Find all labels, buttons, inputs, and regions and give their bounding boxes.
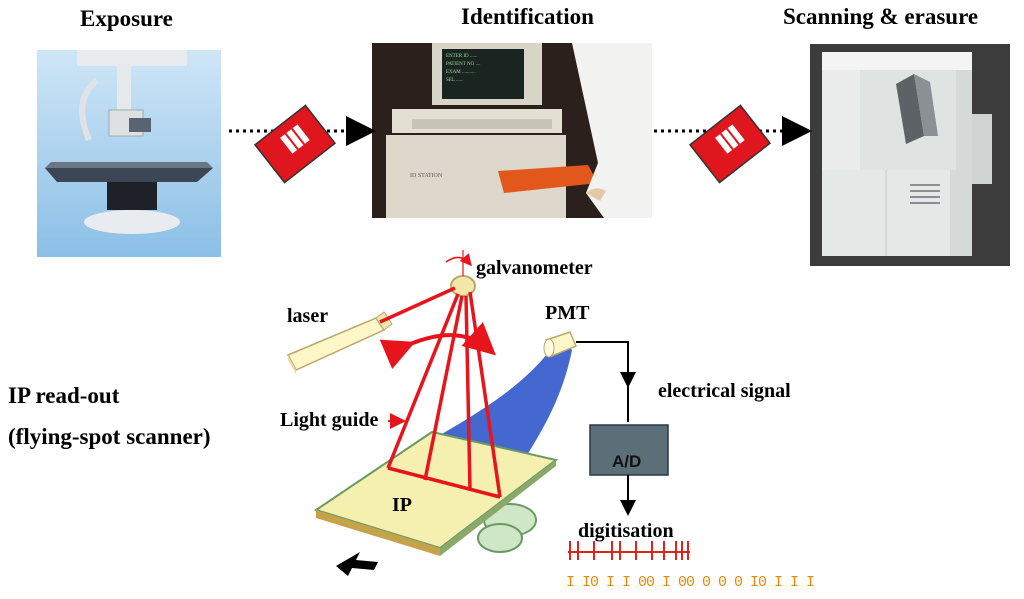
pmt-device	[543, 331, 577, 358]
laser-label: laser	[287, 305, 329, 327]
ip-label: IP	[392, 494, 412, 516]
readout-title: IP read-out	[8, 383, 120, 408]
ad-label: A/D	[612, 452, 642, 471]
signal-line	[576, 341, 629, 422]
rotation-icon	[445, 253, 472, 267]
readout-subtitle: (flying-spot scanner)	[8, 424, 211, 449]
scan-sweep-arrow	[379, 322, 496, 370]
binary-output: I I0 I I 00 I 00 0 0 0 I0 I I I	[566, 574, 815, 591]
electrical-signal-label: electrical signal	[658, 380, 791, 402]
cassette-icon	[688, 104, 772, 184]
cassette-icon	[253, 104, 337, 184]
digitisation-label: digitisation	[578, 520, 674, 542]
svg-text:ENTER ID ......: ENTER ID ......	[446, 54, 477, 59]
svg-text:EXAM ...........: EXAM ...........	[446, 70, 476, 75]
scanning-title: Scanning & erasure	[783, 4, 979, 29]
direction-arrow	[336, 552, 378, 576]
svg-text:PATIENT NO ....: PATIENT NO ....	[446, 62, 480, 67]
identification-title: Identification	[461, 4, 594, 29]
scanning-photo	[810, 44, 1010, 266]
digital-pulses	[568, 541, 690, 560]
light-guide-label: Light guide	[280, 409, 379, 431]
exposure-photo	[37, 50, 221, 257]
identification-photo: ENTER ID ...... PATIENT NO .... EXAM ...…	[372, 43, 652, 218]
galvanometer-label: galvanometer	[476, 257, 593, 279]
station-label: ID STATION	[410, 173, 443, 179]
svg-text:SEL ......: SEL ......	[446, 78, 463, 83]
exposure-title: Exposure	[80, 6, 173, 31]
pmt-label: PMT	[545, 302, 590, 324]
ad-converter-box	[589, 424, 669, 476]
